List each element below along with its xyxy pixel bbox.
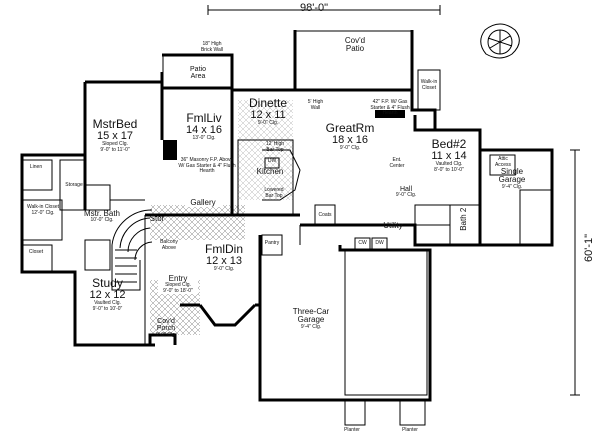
tree-icon [480,23,520,59]
room-name: Walk-in Closet [26,204,60,210]
room-note: Vaulted Clg. [435,161,463,168]
room-size: 12 x 13 [205,254,243,267]
single-garage-door [519,189,553,246]
room-stor: Stor [149,214,165,223]
room-mstr-bath: Mstr. Bath 10'-0" Clg. [82,209,122,224]
depth-dimension: 60'-1" [583,233,595,262]
room-note: Sloped Clg. [165,282,191,289]
room-hall: Hall 9'-0" Clg. [395,186,417,199]
room-note: 9'-0" to 10'-0" [92,305,123,312]
entertainment-center: Ent. Center [389,157,405,169]
room-three-car-garage: Three-Car Garage 9'-4" Clg. [285,307,337,330]
room-greatrm: GreatRm 18 x 16 9'-0" Clg. [320,122,380,152]
room-single-garage: Single Garage 9'-4" Clg. [492,167,532,190]
room-fmldin: FmlDin 12 x 13 9'-0" Clg. [200,243,248,273]
width-dimension: 98'-0" [300,2,329,14]
room-note: Vaulted Clg. [94,300,121,307]
room-note: 12'-0" Clg. [31,209,55,216]
room-note: 9'-4" Clg. [300,323,322,330]
room-note: 9'-0" Clg. [213,266,235,273]
room-note: 13'-0" Clg. [192,135,216,142]
room-fmlliv: FmlLiv 14 x 16 13'-0" Clg. [180,112,228,142]
room-linen: Linen [29,164,43,170]
room-name: Study [92,276,123,290]
room-name: Dinette [248,96,288,110]
room-utility: Utility [383,221,403,230]
fmlliv-fireplace-note: 36" Masonry F.P. Above W/ Gas Starter & … [178,157,236,174]
room-closet: Closet [28,249,44,255]
room-note: 9'-0" Clg. [257,120,279,127]
room-gallery: Gallery [185,198,221,208]
room-note: 9'-0" Clg. [155,331,177,338]
room-name: Single Garage [498,167,526,185]
room-pantry: Pantry [264,240,280,246]
kitchen-tile [238,100,293,200]
fireplace-greatrm [375,110,405,118]
room-name: GreatRm [325,121,375,135]
room-name: Hall [399,186,413,193]
room-patio-area: Patio Area [190,66,206,81]
balcony-note: Balcony Above [160,239,178,251]
room-note: 8'-0" to 10'-0" [434,166,464,173]
planter-right: Planter [402,427,418,433]
room-note: 9'-0" Clg. [395,192,417,199]
dryer-label: DW [375,240,384,246]
room-size: 12 x 12 [89,288,126,301]
room-note: 9'-0" Clg. [339,145,361,152]
room-study: Study 12 x 12 Vaulted Clg. 9'-0" to 10'-… [85,277,130,312]
room-entry: Entry Sloped Clg. 9'-0" to 18'-0" [158,274,198,295]
planter-left: Planter [344,427,360,433]
walkin-closet-master: Walk-in Closet 12'-0" Clg. [24,204,62,216]
room-name: FmlDin [205,242,243,256]
room-size: 12 x 11 [250,108,286,121]
room-bed2: Bed#2 11 x 14 Vaulted Clg. 8'-0" to 10'-… [425,138,473,173]
room-covd-patio: Cov'd Patio [344,36,366,54]
room-mstrbed: MstrBed 15 x 17 Sloped Clg. 9'-0" to 11'… [90,118,140,153]
room-note: 9'-0" to 18'-0" [163,287,193,294]
room-note: Sloped Clg. [102,141,128,148]
kitchen-lowbar-note: Lowered Bar Top [264,187,284,199]
room-name: Mstr. Bath [83,209,120,218]
room-coats: Coats [318,212,332,218]
gallery-tile [150,205,245,240]
spiral-staircase [111,209,153,291]
room-note: 10'-0" Clg. [90,217,114,224]
clothes-washer-label: CW [358,240,367,246]
attic-access: Attic Access [494,156,512,168]
room-name: Cov'd Porch [156,318,176,333]
room-size: 14 x 16 [185,123,223,136]
patio-wall-note: 18" High Brick Wall [200,41,224,53]
room-name: MstrBed [92,117,138,131]
kitchen-bar-note: 12' High Bar Top [265,141,285,153]
room-name: Entry [168,274,188,283]
walkin-closet-bed2: Walk-in Closet [420,79,438,91]
room-note: 9'-0" to 11'-0" [100,146,130,153]
fireplace-fmlliv [163,140,177,160]
mstr-storage-label: Storage [65,182,83,188]
room-kitchen: Kitchen [256,167,284,176]
room-bath2: Bath 2 [458,207,468,231]
greatrm-fireplace-note: 42" F.P. W/ Gas Starter & 4" Flush Heart… [370,99,410,116]
room-name: Bed#2 [431,137,467,151]
room-size: 11 x 14 [431,149,467,162]
room-covd-porch: Cov'd Porch 9'-0" Clg. [150,318,182,338]
room-dinette: Dinette 12 x 11 9'-0" Clg. [246,97,290,127]
room-name: Three-Car Garage [292,307,330,325]
room-size: 15 x 17 [96,129,134,142]
greatrm-wall-note: 5' High Wall [307,99,324,111]
room-name: FmlLiv [186,111,222,125]
room-size: 18 x 16 [331,133,369,146]
dishwasher-label: DW [267,158,277,164]
room-note: 9'-4" Clg. [501,183,523,190]
